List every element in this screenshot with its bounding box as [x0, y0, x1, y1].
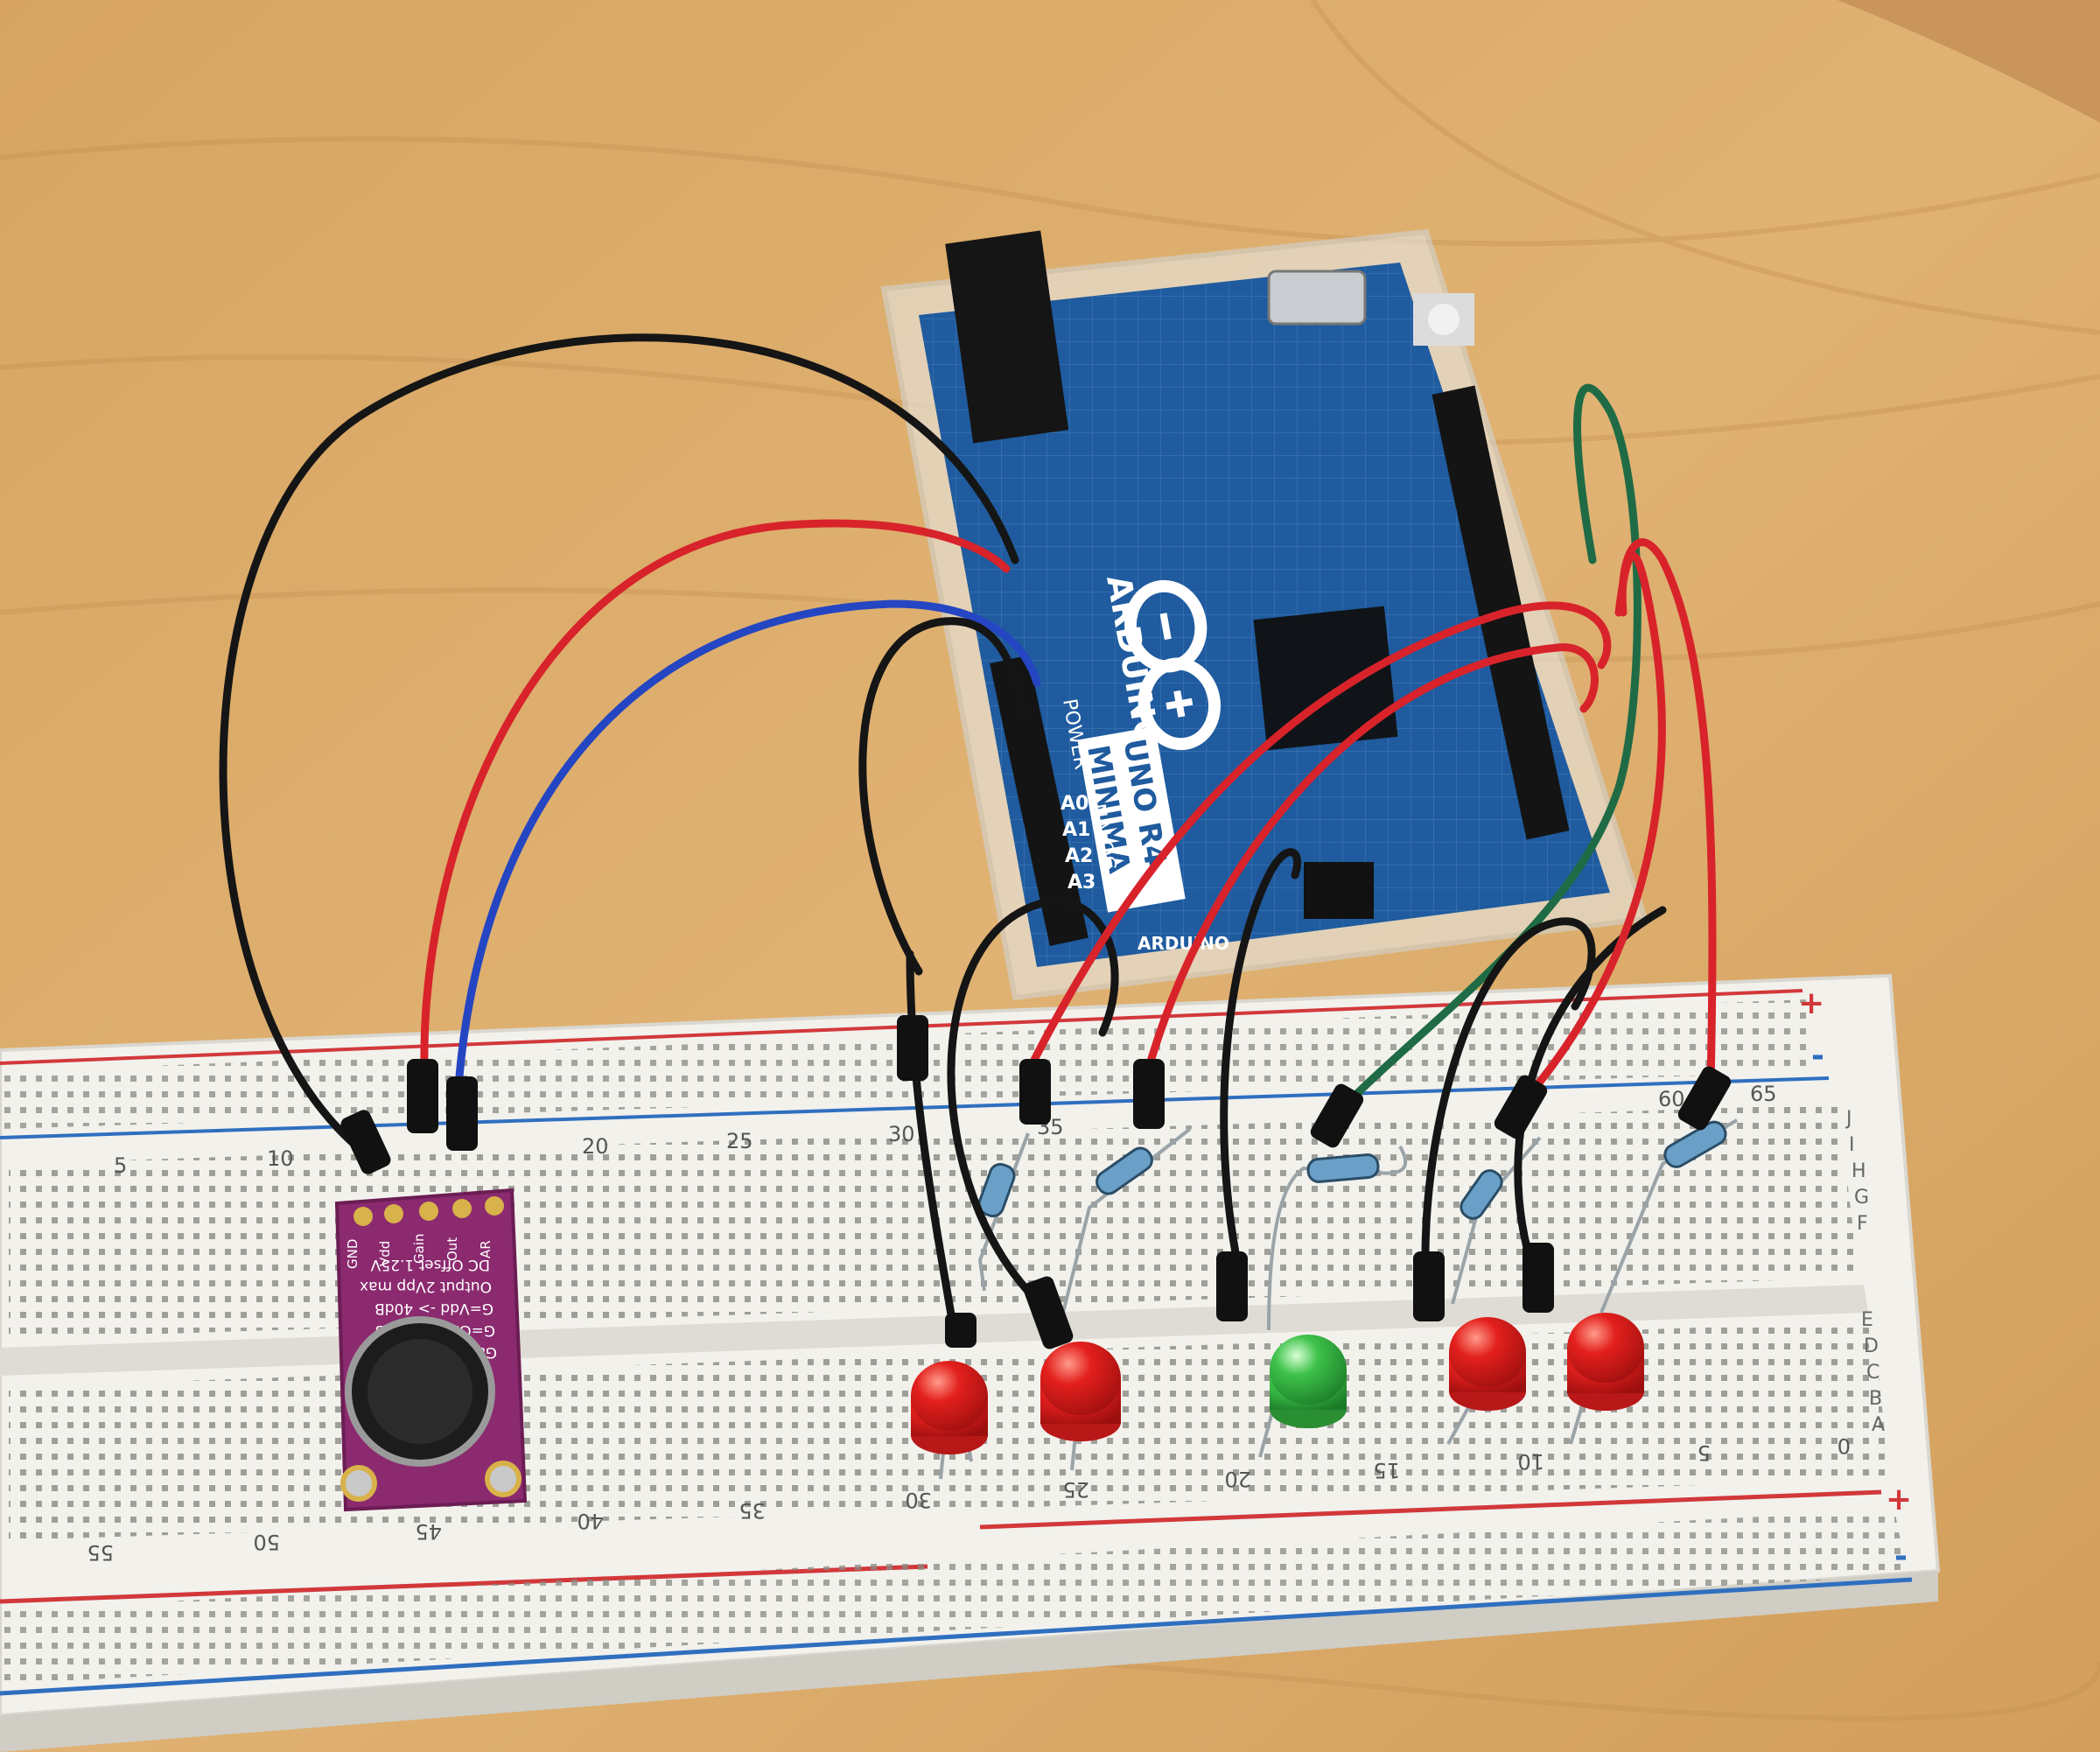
pin-vdd: Vdd: [377, 1241, 393, 1266]
rail-minus-top: -: [1811, 1038, 1824, 1074]
bcol-num-50: 50: [253, 1530, 280, 1554]
usb-connector: [1267, 270, 1367, 326]
wire-black-led1: [906, 950, 958, 1335]
bcol-num-40: 40: [577, 1509, 604, 1533]
model-label: UNO R4 MINIMA: [1077, 726, 1186, 913]
analog-pin-labels: A0 A1 A2 A3: [1060, 793, 1096, 894]
led-red-4: [1567, 1313, 1644, 1445]
top-column-numbers: 5 10 20 25 30 35 60 65: [114, 1082, 1777, 1178]
led-red-1: [911, 1361, 988, 1480]
dc-jack: [945, 230, 1069, 444]
wire-red-d12: [1028, 601, 1612, 1068]
led-green: [1258, 1335, 1347, 1458]
microcontroller-chip: [1253, 606, 1398, 751]
wire-black-loop: [947, 897, 1119, 1317]
row-letter-b: B: [1869, 1388, 1882, 1410]
microphone-module: GND Vdd Gain Out AR DC Offset 1.25V Outp…: [334, 1188, 528, 1512]
resistor-2: [1061, 1127, 1192, 1314]
mount-hole-left: [340, 1465, 377, 1502]
arduino-bottom-text: ARDUINO: [1138, 933, 1229, 954]
col-num-60: 60: [1658, 1087, 1685, 1111]
pin-label-a2: A2: [1065, 845, 1093, 867]
wire-tips: [340, 1015, 1732, 1349]
spec-line-2: Output 2Vpp max: [360, 1278, 492, 1295]
wire-black-mic-gnd: [219, 333, 1019, 1160]
bcol-num-20: 20: [1224, 1467, 1251, 1491]
col-num-65: 65: [1750, 1082, 1777, 1106]
icsp-header: [1304, 862, 1374, 919]
resistor-body-3: [1306, 1153, 1380, 1183]
bcol-num-45: 45: [415, 1519, 442, 1544]
pin-gnd: GND: [345, 1239, 360, 1269]
wire-black-led4: [1514, 906, 1667, 1282]
row-letter-f: F: [1857, 1213, 1868, 1235]
wire-red-mic-vdd: [420, 519, 1011, 1076]
module-pin-labels: GND Vdd Gain Out AR: [345, 1234, 494, 1270]
col-num-25: 25: [726, 1129, 753, 1153]
table-edge-top-right: [1838, 0, 2100, 123]
bcol-num-15: 15: [1373, 1458, 1400, 1482]
resistor-body-4: [1460, 1169, 1503, 1220]
rail-plus-bottom: +: [1886, 1482, 1912, 1517]
bcol-num-0: 0: [1838, 1433, 1851, 1458]
wire-blue-mic-out: [455, 599, 1041, 1081]
bcol-num-30: 30: [905, 1488, 932, 1512]
jumper-wires: [219, 333, 1717, 1335]
header-left: [990, 655, 1088, 946]
pin-gain: Gain: [411, 1234, 427, 1265]
col-num-10: 10: [267, 1146, 294, 1171]
resistor-3: [1267, 1146, 1408, 1331]
wire-black-middle: [1220, 848, 1302, 1291]
wire-red-d8: [1618, 538, 1717, 1090]
wire-red-d11: [1142, 643, 1599, 1081]
pin-out: Out: [444, 1237, 460, 1261]
row-letter-h: H: [1852, 1160, 1866, 1182]
row-letter-a: A: [1872, 1414, 1885, 1436]
bcol-num-10: 10: [1517, 1449, 1544, 1474]
bcol-num-55: 55: [87, 1540, 114, 1565]
col-num-30: 30: [888, 1122, 915, 1146]
pin-ar: AR: [478, 1240, 494, 1258]
bcol-num-35: 35: [738, 1498, 766, 1523]
row-letter-e: E: [1861, 1309, 1873, 1331]
bcol-num-25: 25: [1062, 1477, 1089, 1502]
wire-black-board-gnd: [858, 617, 1028, 976]
row-letters: J I H G F E D C B A: [1844, 1108, 1885, 1436]
resistor-body-1: [977, 1162, 1016, 1218]
row-letter-g: G: [1854, 1187, 1869, 1209]
col-num-20: 20: [582, 1134, 609, 1159]
led-red-3: [1446, 1317, 1526, 1445]
rail-plus-top: +: [1798, 985, 1824, 1021]
bcol-num-5: 5: [1698, 1440, 1711, 1465]
resistor-body-2: [1096, 1146, 1153, 1195]
row-letter-d: D: [1864, 1335, 1879, 1357]
col-num-5: 5: [114, 1153, 127, 1178]
spec-line-1: DC Offset 1.25V: [370, 1256, 490, 1273]
resistor-body-5: [1663, 1120, 1727, 1168]
wire-green-d10: [1334, 383, 1642, 1116]
module-pins: [354, 1196, 504, 1226]
resistor-bodies: [977, 1120, 1727, 1220]
leds: [911, 1313, 1644, 1480]
arduino-board: ARDUINO UNO R4 MINIMA POWER ANALOG IN A0…: [880, 228, 1648, 1001]
arduino-logo: [1124, 579, 1222, 751]
pin-label-a0: A0: [1060, 793, 1088, 815]
pin-label-a3: A3: [1068, 872, 1096, 894]
row-letter-c: C: [1866, 1362, 1880, 1384]
row-letter-j: J: [1844, 1108, 1852, 1130]
led-red-2: [1040, 1342, 1121, 1471]
bottom-column-numbers: 55 50 45 40 35 30 25 20 15 10 5 0: [87, 1433, 1851, 1565]
rail-minus-bottom: -: [1894, 1538, 1908, 1574]
mount-hole-right: [485, 1461, 522, 1497]
wire-black-led3: [1421, 917, 1596, 1300]
row-letter-i: I: [1849, 1134, 1855, 1156]
spec-line-3: G=Vdd -> 40dB: [374, 1300, 494, 1317]
pin-label-a1: A1: [1062, 819, 1090, 841]
